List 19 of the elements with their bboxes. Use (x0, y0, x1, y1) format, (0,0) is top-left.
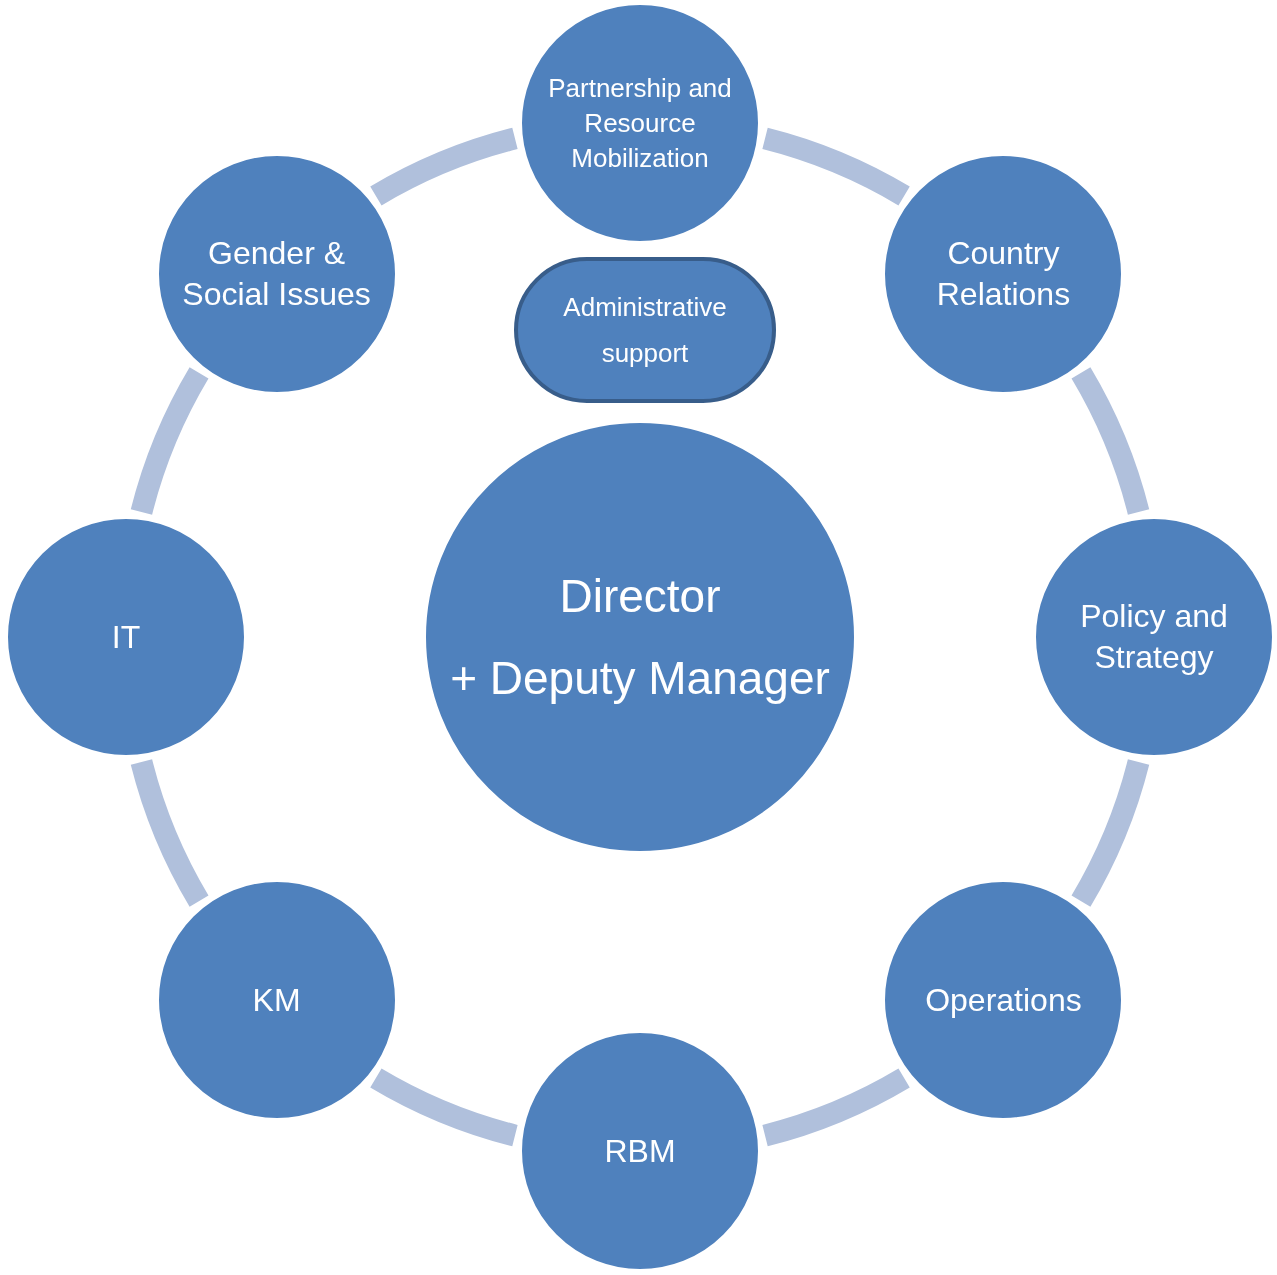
connector-arc (1071, 758, 1150, 907)
node-label: Director (559, 569, 721, 624)
node-label: + Deputy Manager (450, 651, 830, 706)
node-label: Operations (925, 980, 1082, 1020)
node-label: KM (252, 980, 301, 1020)
connector-arc (761, 127, 910, 206)
connector-arc (761, 1068, 910, 1147)
connector-arc (1071, 367, 1150, 516)
node-label: RBM (604, 1131, 676, 1171)
connector-arc (130, 758, 209, 907)
node-label: Policy and Strategy (1079, 597, 1229, 677)
node-label: Partnership and Resource Mobilization (547, 71, 733, 175)
node-label: Country Relations (935, 233, 1072, 314)
connector-arc (370, 127, 519, 206)
node-label: Administrative support (562, 291, 728, 370)
node-label: IT (111, 617, 141, 657)
node-label: Gender & Social Issues (181, 233, 372, 314)
connector-arc (370, 1068, 519, 1147)
connector-arc (130, 367, 209, 516)
